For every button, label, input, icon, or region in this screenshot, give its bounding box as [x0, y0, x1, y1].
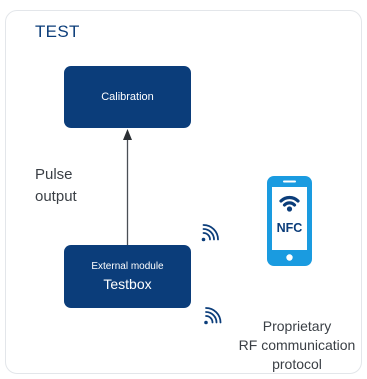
panel-title: TEST [35, 22, 80, 41]
rf-protocol-label: Proprietary RF communication protocol [232, 317, 362, 374]
wifi-icon [201, 224, 219, 242]
calibration-box: Calibration [64, 66, 191, 128]
pulse-line-2: output [35, 188, 77, 205]
rf-line-1: Proprietary [262, 318, 332, 334]
testbox-line-1: External module [91, 261, 164, 272]
rf-line-3: protocol [272, 356, 322, 372]
pulse-output-label: Pulse output [35, 164, 77, 208]
rf-line-2: RF communication [238, 337, 356, 353]
pulse-line-1: Pulse [35, 166, 73, 183]
arrow-up-icon [123, 129, 132, 245]
calibration-label: Calibration [101, 91, 154, 103]
testbox-line-2: Testbox [103, 276, 152, 292]
nfc-label: NFC [277, 221, 303, 235]
testbox-box: External module Testbox [64, 245, 191, 308]
rf-signal-icon [204, 307, 222, 325]
nfc-phone-icon: NFC [267, 176, 312, 266]
